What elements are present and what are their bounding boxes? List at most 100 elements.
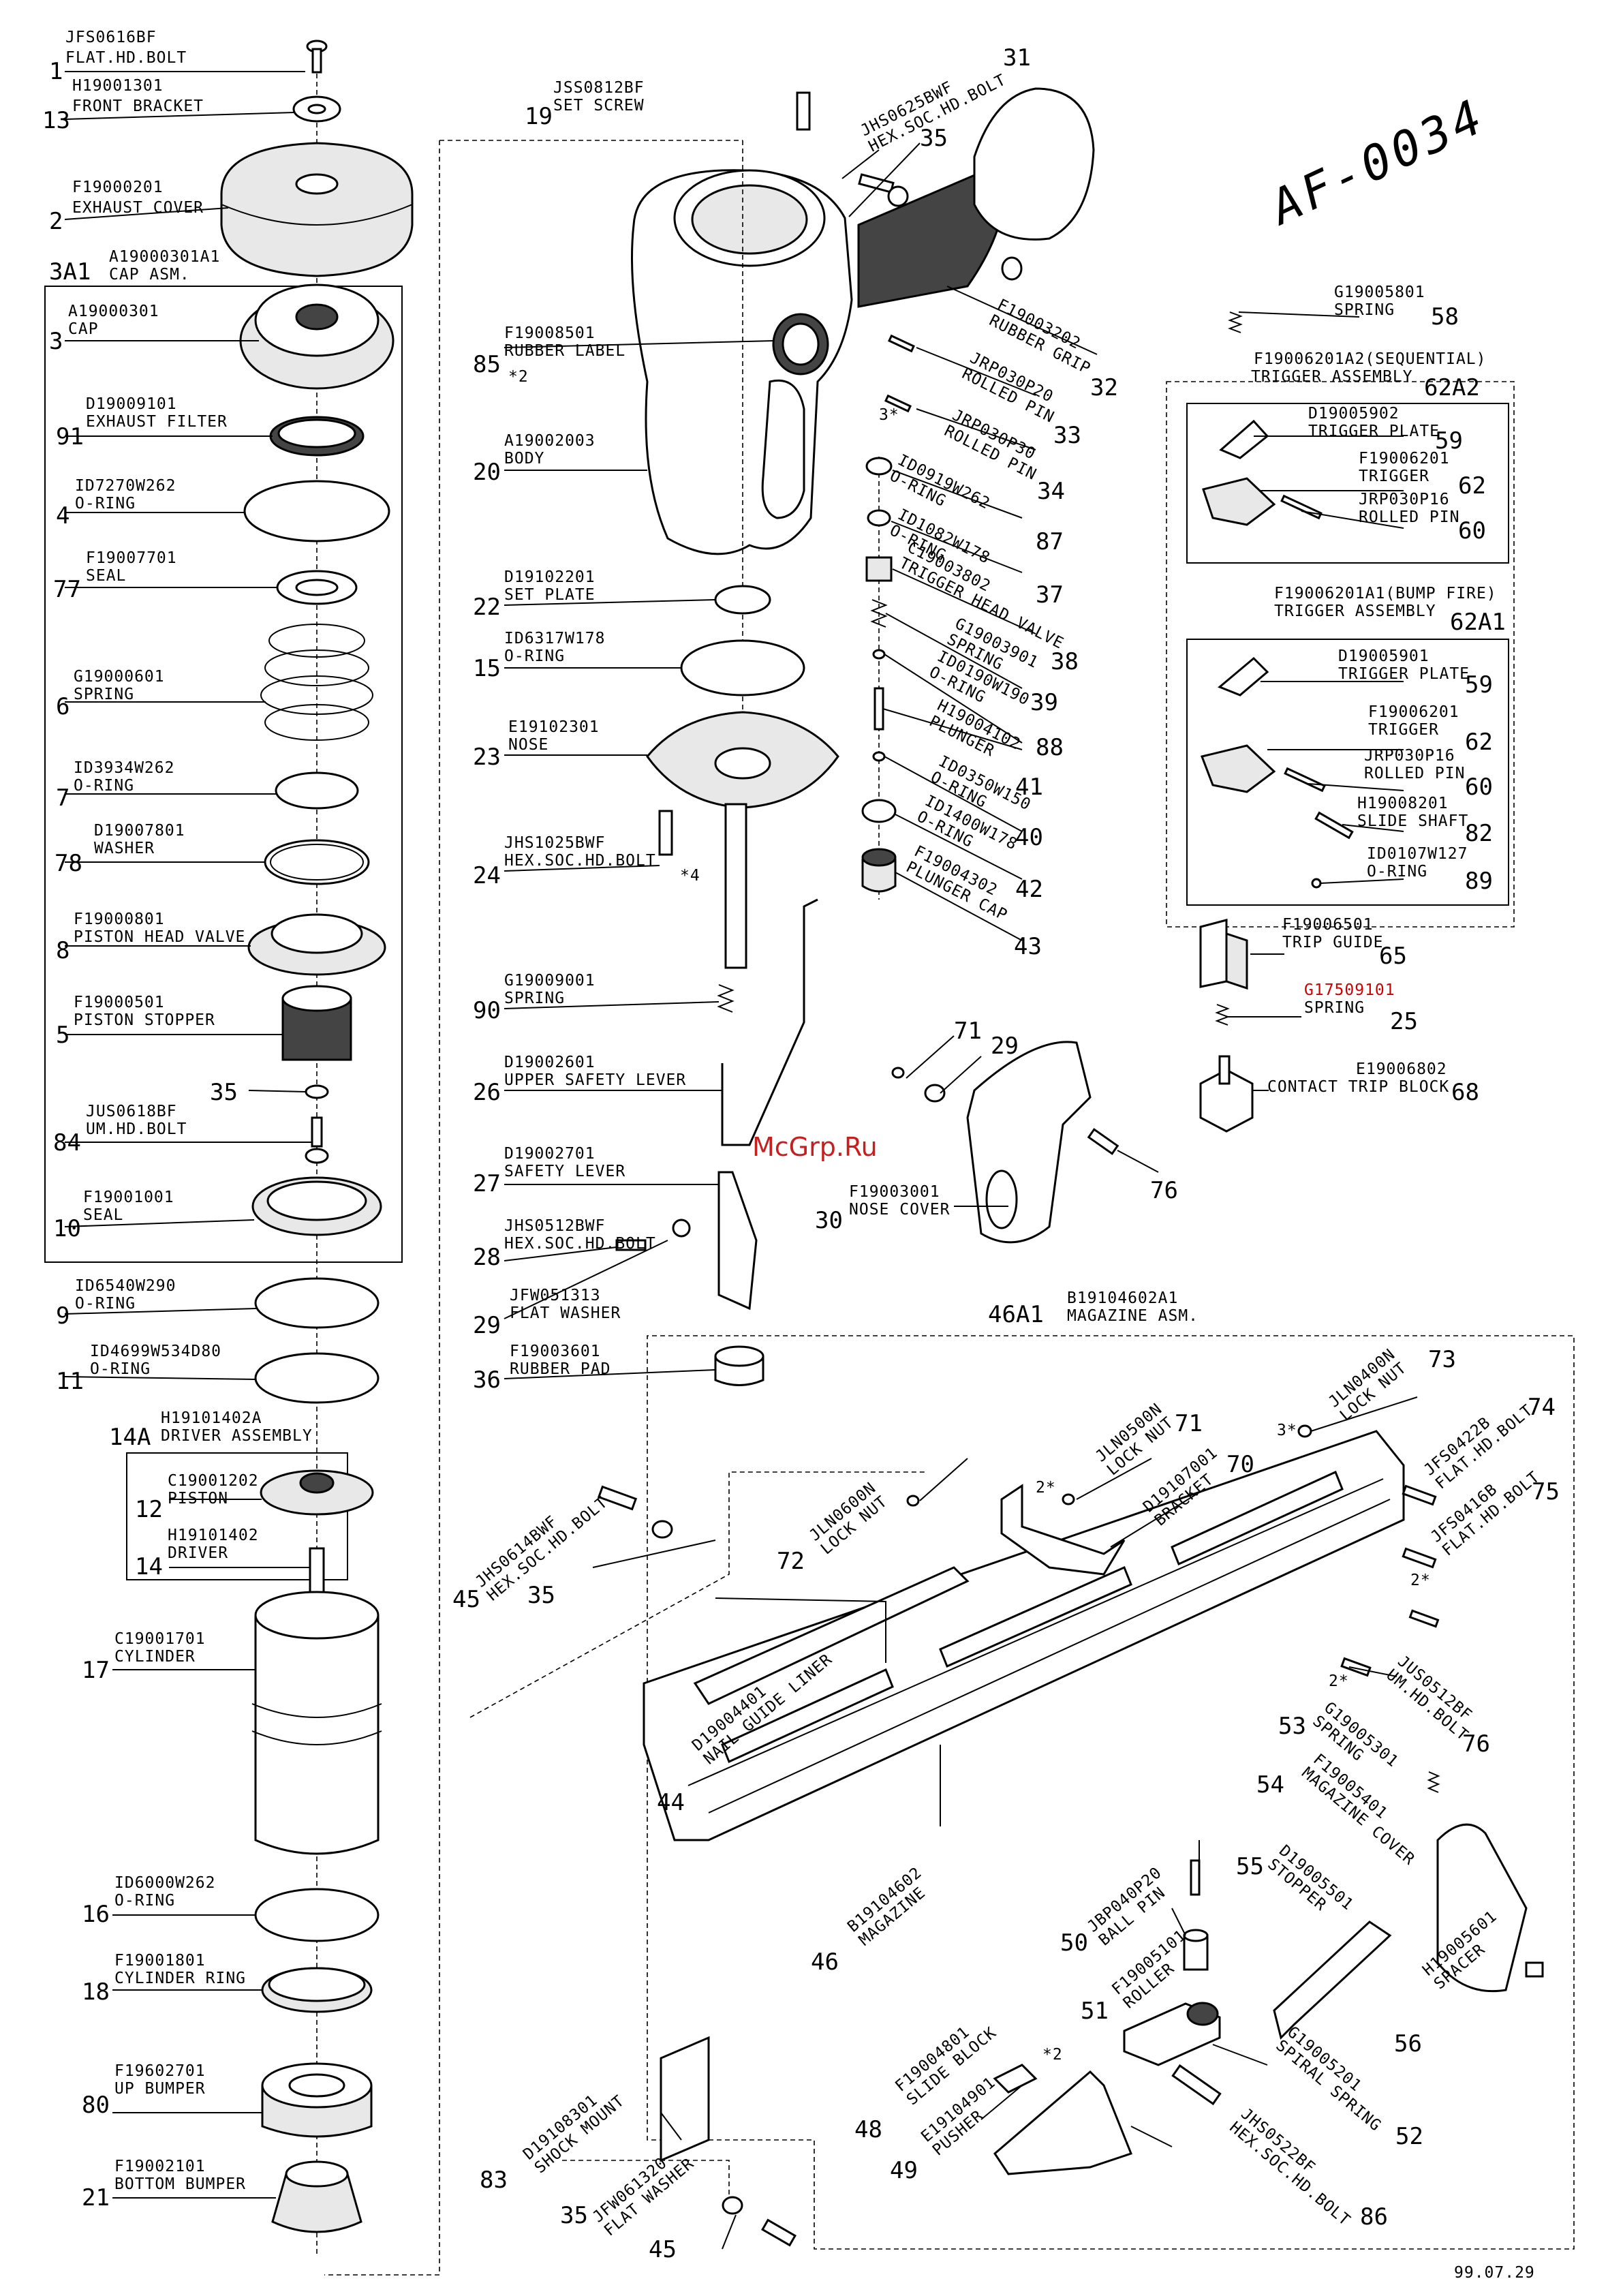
o-ring-9 [254, 1277, 380, 1329]
num-10: 10 [53, 1215, 81, 1242]
name-27: SAFETY LEVER [504, 1163, 625, 1180]
o-ring-7 [275, 771, 359, 810]
num-8: 8 [56, 937, 69, 964]
name-11: O-RING [90, 1360, 151, 1378]
magazine-cover [1436, 1823, 1528, 1993]
num-20: 20 [473, 459, 501, 486]
num-24: 24 [473, 862, 501, 889]
code-60a: JRP030P16 [1359, 491, 1450, 508]
drawing-title: AF-0034 [1260, 88, 1494, 236]
label-35d: JFW061320 FLAT WASHER [589, 2154, 698, 2240]
name-3: CAP [68, 320, 99, 338]
rubber-pad [714, 1345, 764, 1386]
rolled-pin-33 [888, 334, 915, 353]
label-52: G19005201 SPIRAL SPRING [1272, 2023, 1385, 2135]
num-77: 77 [53, 576, 81, 603]
roller [1183, 1929, 1209, 1971]
code-10: F19001001 [83, 1189, 174, 1206]
plunger-cap [861, 859, 897, 893]
up-bumper [261, 2062, 373, 2138]
name-59a: TRIGGER PLATE [1308, 423, 1440, 440]
code-8: F19000801 [74, 910, 165, 928]
code-65: F19006501 [1282, 916, 1374, 934]
num-74: 74 [1528, 1394, 1556, 1421]
name-62A2: TRIGGER ASSEMBLY [1251, 368, 1413, 386]
code-2: F19000201 [72, 179, 164, 196]
label-46: B19104602 MAGAZINE [844, 1864, 929, 1950]
code-19: JSS0812BF [553, 79, 645, 97]
code-17: C19001701 [114, 1630, 206, 1648]
lock-nut-71b [1062, 1493, 1075, 1505]
code-30: F19003001 [849, 1183, 940, 1201]
stopper [1273, 1920, 1392, 2040]
code-36: F19003601 [510, 1343, 601, 1360]
code-62a: F19006201 [1359, 450, 1450, 468]
o-ring-11 [254, 1352, 380, 1404]
num-51: 51 [1081, 1997, 1109, 2025]
shock-mount-link [562, 2160, 730, 2201]
cap-asm-frame [44, 286, 403, 1263]
num-14: 14 [135, 1553, 163, 1580]
name-77: SEAL [86, 567, 126, 585]
name-60b: ROLLED PIN [1364, 765, 1465, 782]
trigger-plate-59a [1219, 419, 1269, 459]
washer-29b [924, 1084, 946, 1103]
num-88: 88 [1036, 734, 1064, 761]
watermark: McGrp.Ru [752, 1132, 878, 1162]
code-27: D19002701 [504, 1145, 596, 1163]
num-91: 91 [56, 423, 84, 450]
code-62A1: F19006201A1(BUMP FIRE) [1274, 585, 1497, 602]
spring-25 [1215, 1004, 1230, 1026]
num-12: 12 [135, 1496, 163, 1523]
name-54: MAGAZINE COVER [1298, 1764, 1418, 1869]
code-84: JUS0618BF [86, 1103, 177, 1120]
upper-safety-lever [721, 898, 818, 1146]
num-37: 37 [1036, 581, 1064, 609]
spring-39 [870, 599, 888, 628]
num-78: 78 [55, 850, 82, 877]
num-4: 4 [56, 502, 69, 530]
name-14A: DRIVER ASSEMBLY [161, 1427, 313, 1445]
code-3: A19000301 [68, 303, 159, 320]
nose-cover [966, 1041, 1092, 1244]
num-38: 38 [1051, 648, 1079, 675]
num-55: 55 [1236, 1853, 1264, 1880]
num-3: 3 [49, 328, 63, 355]
code-16: ID6000W262 [114, 1874, 215, 1892]
name-78: WASHER [94, 840, 155, 857]
num-71a: 71 [954, 1017, 982, 1045]
trigger-head-valve [865, 556, 893, 582]
hex-bolt-24 [658, 810, 673, 856]
num-89: 89 [1465, 868, 1493, 895]
num-54: 54 [1256, 1771, 1284, 1798]
cylinder [251, 1591, 382, 1855]
name-62b: TRIGGER [1368, 721, 1439, 739]
body [631, 87, 1095, 555]
label-72: JLN0600N LOCK NUT [806, 1479, 891, 1558]
hex-bolt-28 [615, 1239, 647, 1251]
name-5: PISTON STOPPER [74, 1011, 215, 1029]
num-76b: 76 [1462, 1730, 1490, 1758]
num-71b: 71 [1175, 1410, 1203, 1437]
code-13: H19001301 [72, 77, 164, 95]
name-65: TRIP GUIDE [1282, 934, 1383, 951]
magazine-link [469, 1471, 927, 1718]
nail-guide-liner [693, 1566, 970, 1705]
num-6: 6 [56, 693, 69, 720]
num-49: 49 [890, 2157, 918, 2184]
flat-hd-bolt-74 [1402, 1484, 1437, 1506]
num-68: 68 [1451, 1079, 1479, 1106]
name-17: CYLINDER [114, 1648, 196, 1666]
num-5: 5 [56, 1022, 69, 1049]
num-60b: 60 [1465, 774, 1493, 801]
num-13: 13 [42, 107, 70, 134]
num-56: 56 [1394, 2030, 1422, 2057]
magazine-frame [647, 1335, 1575, 2250]
code-25: G17509101 [1304, 981, 1395, 999]
num-50: 50 [1060, 1929, 1088, 1957]
trigger-bump-frame [1186, 639, 1509, 906]
name-62a: TRIGGER [1359, 468, 1429, 485]
num-85: 85 [473, 351, 501, 378]
num-83: 83 [480, 2167, 508, 2194]
note-34: 3* [879, 406, 899, 424]
